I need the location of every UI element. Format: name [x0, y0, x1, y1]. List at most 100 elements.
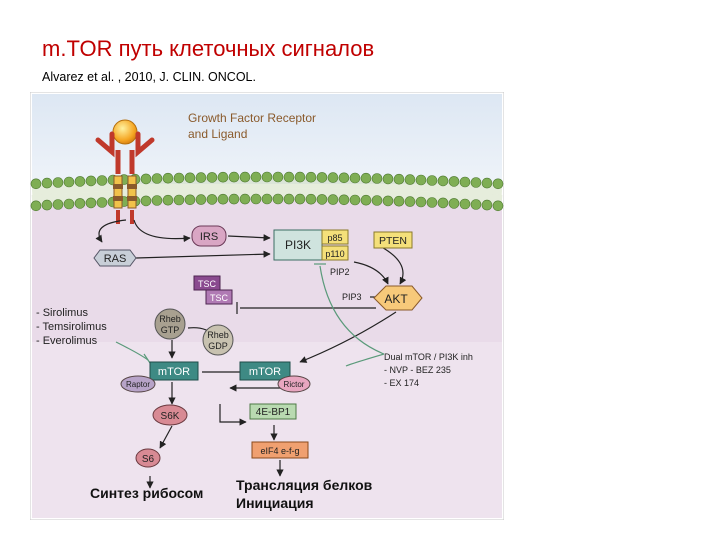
lipid-head [184, 194, 196, 206]
lipid-head [415, 174, 427, 186]
extracellular-space [32, 94, 502, 184]
dual-inhibitor-1: - NVP - BEZ 235 [384, 365, 451, 375]
lipid-head [393, 173, 405, 185]
rheb-gdp-label-2: GDP [208, 341, 228, 351]
growth-factor-receptor [95, 119, 155, 224]
lipid-head [250, 193, 262, 205]
lipid-head [162, 172, 174, 184]
cell-membrane [30, 171, 504, 212]
eif-label: eIF4 e-f-g [260, 446, 299, 456]
lipid-head [415, 196, 427, 208]
mtor-pathway-diagram: Growth Factor Receptor and Ligand [30, 92, 504, 520]
ras-label: RAS [104, 253, 127, 265]
lipid-head [195, 172, 207, 183]
lipid-head [283, 171, 295, 183]
lipid-head [228, 193, 240, 205]
lipid-head [327, 172, 339, 183]
lipid-head [305, 171, 317, 183]
akt-label: AKT [384, 292, 408, 306]
rapalog-2: - Temsirolimus [36, 321, 107, 333]
lipid-head [30, 178, 42, 190]
lipid-head [173, 172, 185, 184]
lipid-head [85, 197, 97, 209]
rheb-gtp-label-1: Rheb [159, 314, 181, 324]
s6-label: S6 [142, 454, 155, 465]
lipid-head [360, 194, 372, 206]
lipid-head [217, 171, 229, 183]
eif-node: eIF4 e-f-g [251, 441, 309, 459]
ligand-icon [112, 119, 138, 145]
rheb-gdp-label-1: Rheb [207, 330, 229, 340]
raptor-label: Raptor [126, 380, 150, 389]
lipid-head [151, 195, 163, 206]
outcome-translation-2: Инициация [236, 495, 314, 511]
lipid-head [459, 198, 471, 210]
dual-inhibitor-title: Dual mTOR / PI3K inh [384, 352, 473, 362]
outcome-translation-1: Трансляция белков [236, 477, 373, 493]
s6k-label: S6K [161, 411, 180, 422]
lipid-head [272, 171, 284, 183]
outcome-ribosome: Синтез рибосом [90, 485, 203, 501]
lipid-head [30, 200, 42, 212]
tsc-complex: TSC TSC [193, 275, 233, 305]
mtor1-label: mTOR [158, 366, 190, 378]
lipid-head [492, 200, 504, 212]
lipid-head [404, 196, 416, 207]
lipid-head [184, 172, 196, 184]
lipid-head [63, 176, 75, 188]
irs-label: IRS [200, 231, 218, 243]
mtor-rictor-complex: mTOR Rictor [239, 361, 311, 393]
pip3-label: PIP3 [342, 292, 362, 302]
lipid-head [371, 195, 383, 206]
lipid-head [96, 175, 108, 186]
lipid-head [371, 173, 383, 184]
pi3k-node: PI3K p85 p110 [273, 229, 349, 261]
lipid-head [294, 193, 306, 205]
lipid-head [261, 193, 273, 205]
lipid-head [140, 195, 152, 207]
lipid-head [404, 174, 416, 185]
lipid-head [239, 171, 251, 183]
lipid-head [327, 194, 339, 205]
s6-node: S6 [135, 448, 161, 468]
lipid-head [448, 176, 460, 187]
rheb-gtp-label-2: GTP [161, 325, 180, 335]
lipid-head [173, 194, 185, 206]
lipid-head [393, 195, 405, 207]
lipid-head [437, 197, 449, 209]
lipid-head [140, 173, 152, 185]
rheb-gdp-node: Rheb GDP [202, 324, 234, 356]
pip2-label: PIP2 [330, 267, 350, 277]
lipid-head [492, 178, 504, 190]
lipid-head [52, 199, 64, 210]
rapalog-1: - Sirolimus [36, 307, 88, 319]
mtor2-label: mTOR [249, 366, 281, 378]
tsc1-label: TSC [198, 279, 217, 289]
pi3k-label: PI3K [285, 238, 311, 252]
4ebp1-node: 4E-BP1 [249, 403, 297, 420]
lipid-head [459, 176, 471, 188]
lipid-head [360, 172, 372, 184]
p110-label: p110 [325, 249, 344, 259]
dual-inhibitor-2: - EX 174 [384, 378, 419, 388]
lipid-head [426, 197, 438, 208]
lipid-head [206, 194, 218, 205]
lipid-head [426, 175, 438, 186]
lipid-head [250, 171, 262, 183]
lipid-head [316, 172, 328, 183]
rapalog-3: - Everolimus [36, 335, 98, 347]
lipid-head [228, 171, 240, 183]
lipid-head [481, 177, 493, 189]
lipid-head [382, 173, 394, 185]
lipid-head [85, 175, 97, 187]
pten-label: PTEN [379, 235, 407, 247]
lipid-head [283, 193, 295, 205]
rictor-label: Rictor [284, 380, 305, 389]
lipid-head [470, 199, 482, 210]
ras-node: RAS [93, 249, 137, 267]
akt-node: AKT [373, 285, 423, 311]
lipid-head [338, 172, 350, 184]
lipid-head [206, 172, 218, 183]
lipid-head [217, 193, 229, 205]
lipid-head [272, 193, 284, 205]
